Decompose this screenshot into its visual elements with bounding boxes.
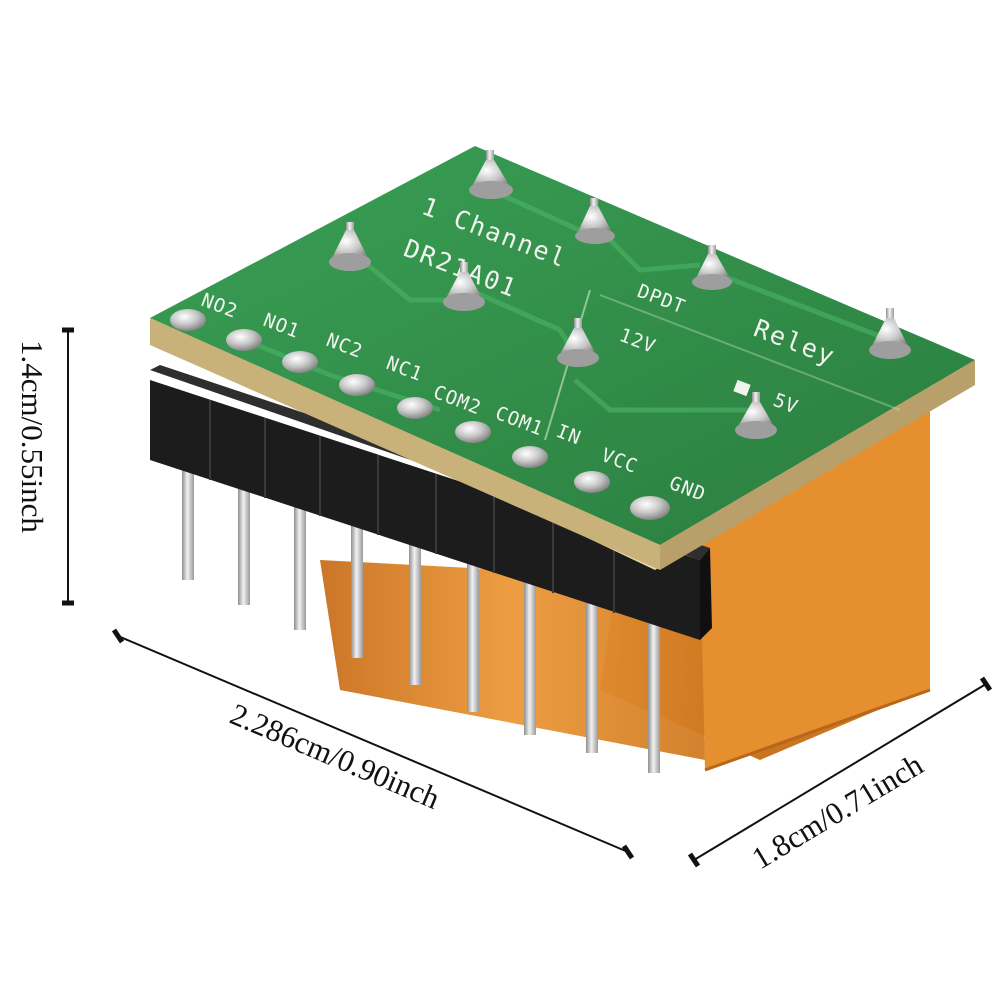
dimension-height xyxy=(62,327,74,606)
5v-jumper-pad xyxy=(733,379,751,397)
height-label: 1.4cm/0.55inch xyxy=(15,340,50,533)
dimension-width xyxy=(687,676,993,868)
length-label: 2.286cm/0.90inch xyxy=(225,696,445,816)
solder-joints-relay xyxy=(329,150,911,439)
solder-joints-pin-row xyxy=(170,309,670,520)
header-pins-lower xyxy=(182,440,660,773)
dimension-length xyxy=(111,628,635,860)
